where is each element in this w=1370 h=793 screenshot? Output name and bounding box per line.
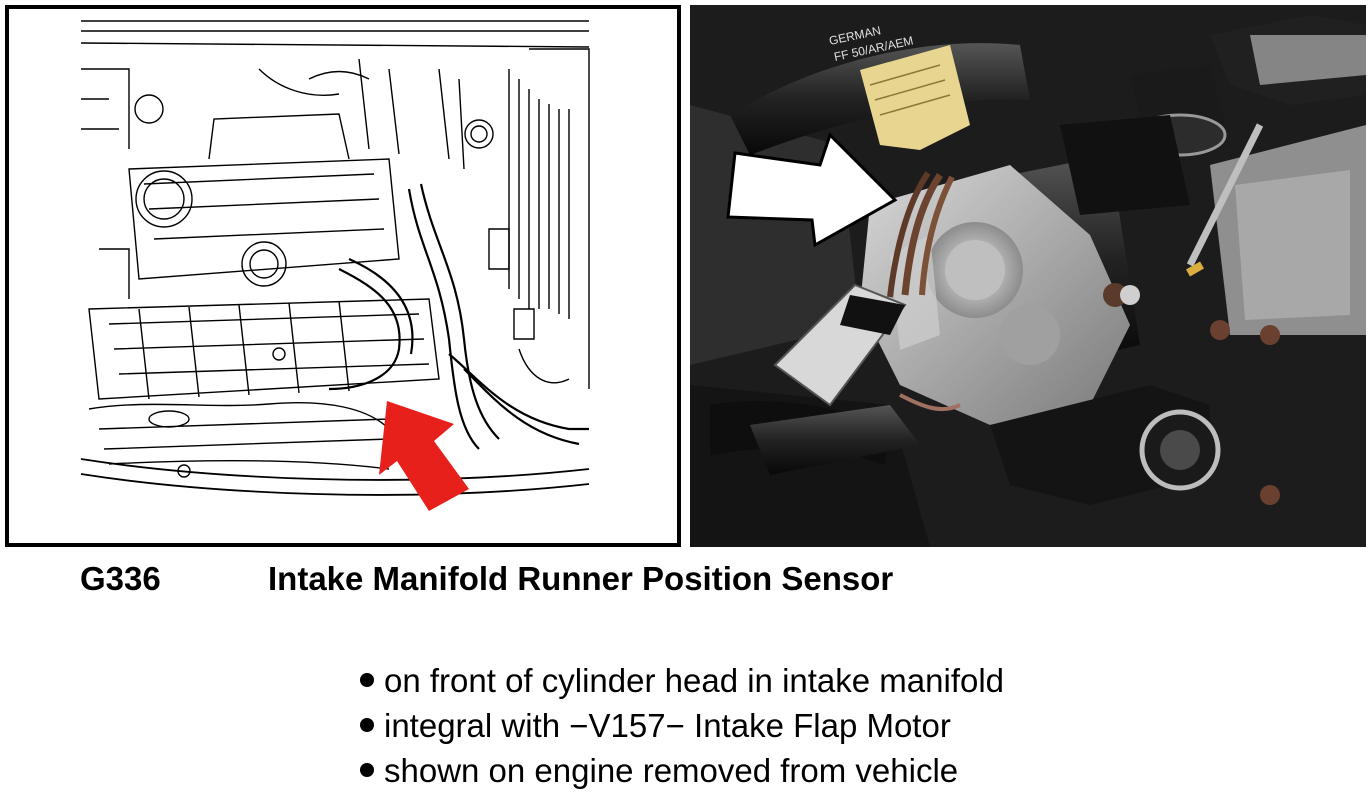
engine-photo-svg: GERMAN FF 50/AR/AEM (690, 5, 1366, 547)
location-arrow-white (726, 132, 898, 248)
engine-photo: GERMAN FF 50/AR/AEM (690, 5, 1366, 547)
component-title: Intake Manifold Runner Position Sensor (268, 560, 894, 597)
bullet-text: integral with −V157− Intake Flap Motor (384, 707, 951, 744)
engine-drawing-svg (80, 20, 590, 511)
bullet-dot-icon (360, 718, 374, 733)
engine-line-drawing (5, 5, 681, 547)
bullet-text: on front of cylinder head in intake mani… (384, 662, 1005, 699)
bullet-item: on front of cylinder head in intake mani… (360, 658, 1004, 703)
bullet-item: shown on engine removed from vehicle (360, 748, 1004, 793)
bullet-dot-icon (360, 763, 374, 778)
bullet-item: integral with −V157− Intake Flap Motor (360, 703, 1004, 748)
location-arrow-red (379, 401, 469, 511)
bullet-dot-icon (360, 673, 374, 688)
component-code: G336 (80, 560, 161, 597)
bullet-text: shown on engine removed from vehicle (384, 752, 959, 789)
description-bullets: on front of cylinder head in intake mani… (360, 658, 1004, 793)
